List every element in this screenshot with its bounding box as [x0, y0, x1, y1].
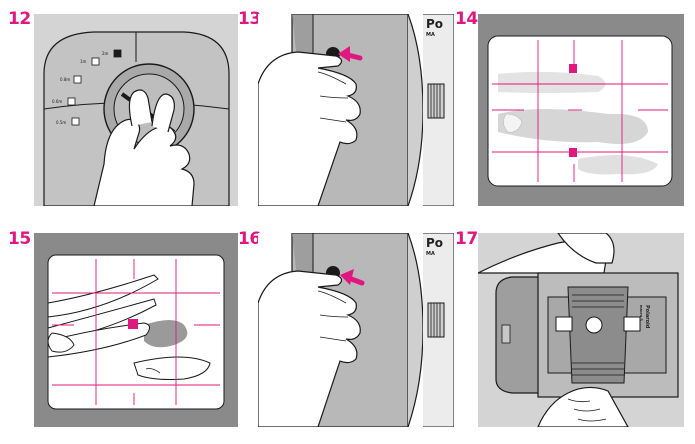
back-brand: Polaroid: [644, 305, 650, 329]
camera-back-illustration: Polaroid macro 5: [478, 233, 684, 427]
step-number-14: 14: [455, 11, 478, 28]
dial-label-0: 0.5m: [56, 120, 66, 125]
dial-label-1: 0.6m: [52, 99, 62, 104]
dial-illustration: 0.5m 0.6m 0.8m 1m 2m: [34, 14, 238, 206]
brand-sub-fragment: MA: [426, 251, 435, 257]
step-number-12: 12: [8, 11, 31, 28]
brand-fragment: Po: [426, 236, 443, 250]
dial-label-4: 2m: [102, 51, 109, 56]
shutter-illustration: Po MA: [258, 233, 454, 427]
panel-step-14: [478, 14, 684, 206]
panel-step-12: 0.5m 0.6m 0.8m 1m 2m: [34, 14, 238, 206]
panel-step-15: [34, 233, 238, 427]
panel-step-17: Polaroid macro 5: [478, 233, 684, 427]
panel-step-16: Po MA: [258, 233, 454, 427]
back-brand-sub: macro 5: [639, 305, 643, 321]
step-number-15: 15: [8, 231, 31, 248]
shutter-illustration: Po MA: [258, 14, 454, 206]
brand-sub-fragment: MA: [426, 32, 435, 38]
dial-label-2: 0.8m: [60, 77, 70, 82]
step-number-17: 17: [455, 231, 478, 248]
dial-label-3: 1m: [80, 59, 87, 64]
panel-step-13: Po MA: [258, 14, 454, 206]
brand-fragment: Po: [426, 17, 443, 31]
